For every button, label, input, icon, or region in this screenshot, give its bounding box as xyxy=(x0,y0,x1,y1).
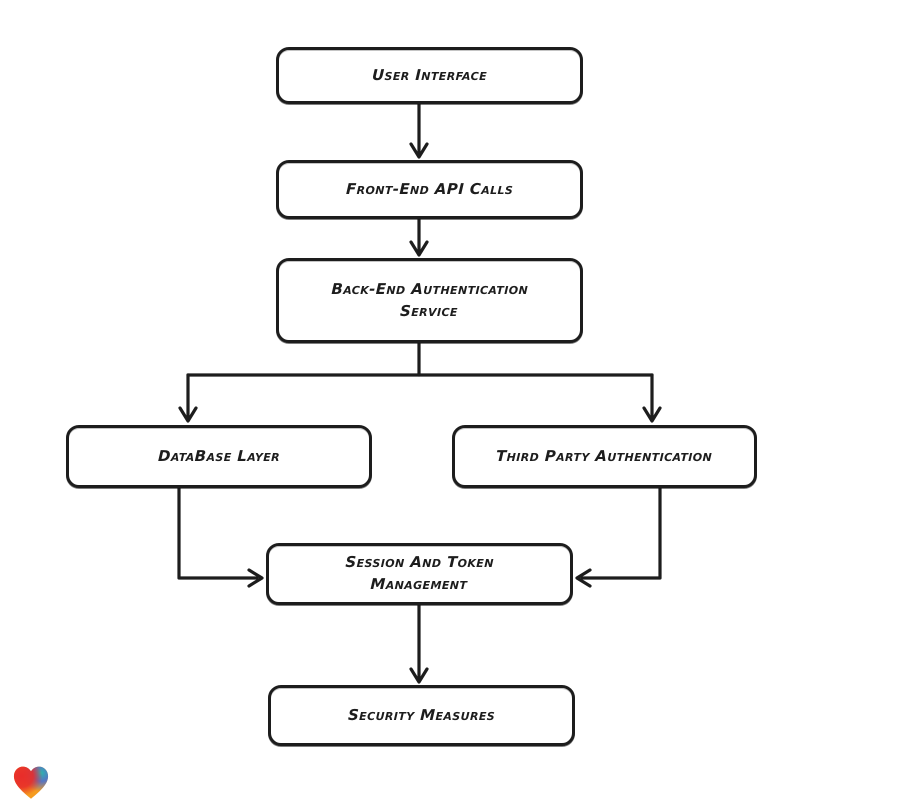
node-session-and-token-management: Session And Token Management xyxy=(266,543,573,605)
node-database-layer: DataBase Layer xyxy=(66,425,372,488)
node-label: Security Measures xyxy=(347,705,496,724)
edge-backend-branch xyxy=(178,341,662,423)
node-label: User Interface xyxy=(371,65,488,84)
node-label: Back-End Authentication Service xyxy=(331,279,529,320)
edge-ui-to-frontend xyxy=(409,102,429,159)
node-security-measures: Security Measures xyxy=(268,685,575,746)
gradient-heart-icon xyxy=(13,766,49,799)
edge-thirdparty-to-session xyxy=(575,486,662,588)
node-label: Session And Token Management xyxy=(345,553,495,593)
node-label: Third Party Authentication xyxy=(496,446,713,465)
edge-session-to-security xyxy=(409,603,429,684)
node-back-end-authentication-service: Back-End Authentication Service xyxy=(276,258,583,343)
node-label: DataBase Layer xyxy=(157,446,281,465)
node-user-interface: User Interface xyxy=(276,47,583,104)
node-label: Front-End API Calls xyxy=(345,179,514,198)
node-third-party-authentication: Third Party Authentication xyxy=(452,425,757,488)
node-front-end-api-calls: Front-End API Calls xyxy=(276,160,583,219)
heart-badge[interactable] xyxy=(10,762,52,804)
edge-frontend-to-backend xyxy=(409,217,429,257)
edge-database-to-session xyxy=(177,486,264,588)
